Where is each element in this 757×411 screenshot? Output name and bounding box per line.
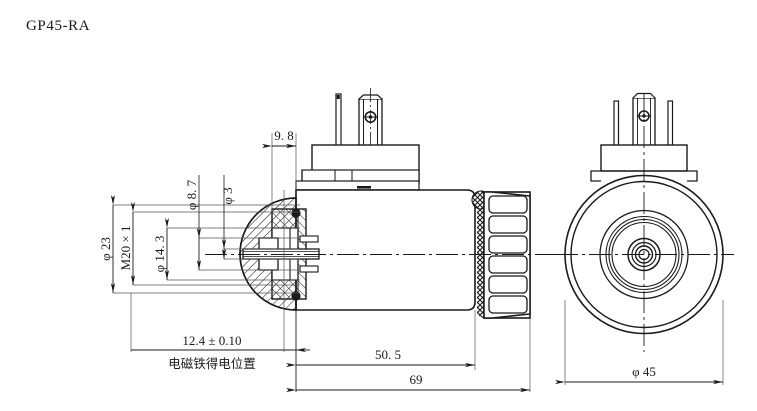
dim-label-12-4: 12.4 ± 0.10: [182, 333, 241, 348]
dim-label-50-5: 50. 5: [375, 347, 401, 362]
plug-housing-flange: [301, 169, 420, 183]
plug-contact-bar: [357, 186, 371, 189]
dim-label-69: 69: [410, 372, 423, 387]
dim-label-d8-7: φ 8. 7: [184, 179, 199, 210]
o-ring-lower: [291, 291, 301, 301]
plunger-pin: [242, 248, 320, 260]
dim-label-d14-3: φ 14. 3: [152, 236, 167, 273]
connector-prong-left: [335, 93, 342, 147]
nut-seal-hatch: [477, 191, 485, 319]
plug-gasket-plate: [295, 180, 420, 191]
dim-9-8: 9. 8: [262, 128, 297, 212]
vertical-dimensions: φ 23 M20 × 1 φ 14. 3 φ 8. 7 φ 3: [98, 175, 300, 294]
connector-prong-left-tip: [336, 95, 340, 99]
dim-label-d23: φ 23: [98, 237, 113, 261]
page-title: GP45-RA: [26, 18, 91, 34]
end-plug-lug-left: [590, 170, 601, 182]
armature-section: [239, 197, 320, 311]
retaining-nut: [471, 190, 531, 319]
end-plug-lug-right: [687, 170, 698, 182]
dim-label-9-8: 9. 8: [274, 128, 294, 143]
inner-step-lower: [299, 265, 319, 273]
nut-knurl-segments: [488, 195, 528, 314]
end-view: φ 45: [555, 92, 734, 385]
dim-label-d3: φ 3: [220, 187, 235, 204]
side-section-view: [205, 88, 556, 319]
end-prong-right: [667, 100, 674, 147]
coil-body: [295, 189, 476, 311]
end-prong-left: [613, 100, 620, 147]
o-ring-upper: [291, 208, 301, 218]
inner-step-upper: [299, 235, 319, 243]
coil-body-outline: [295, 189, 476, 311]
plug-housing: [295, 144, 420, 191]
connector-assembly: [335, 88, 383, 152]
note-energized-position: 电磁铁得电位置: [168, 356, 256, 371]
horizontal-dimensions: 12.4 ± 0.10 电磁铁得电位置 50. 5 69: [130, 190, 531, 393]
dim-label-thread: M20 × 1: [118, 226, 133, 271]
dim-label-d45: φ 45: [632, 364, 656, 379]
